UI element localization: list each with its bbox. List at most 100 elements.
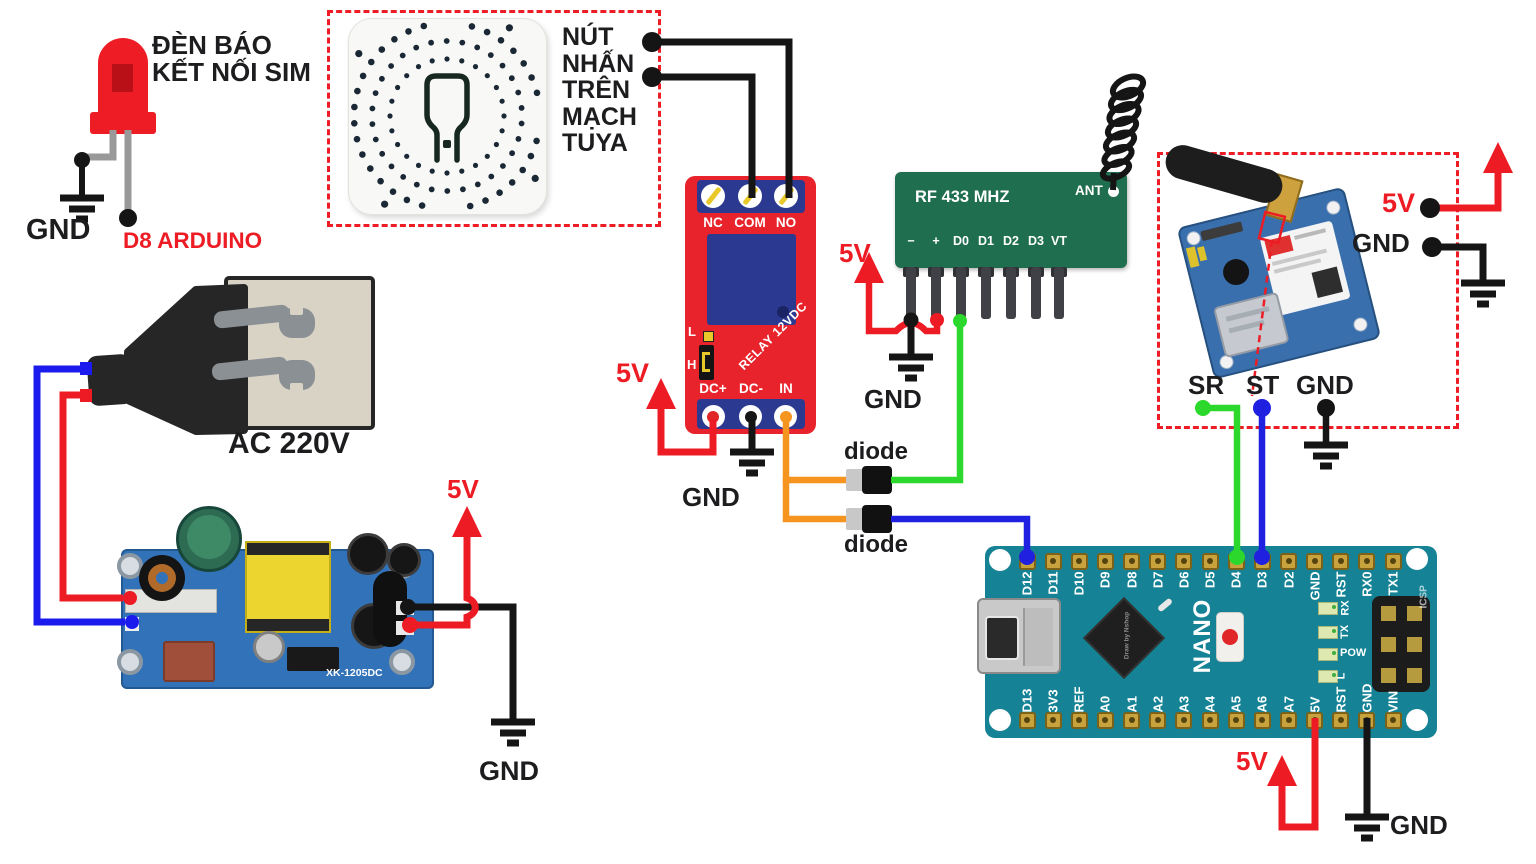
led-icon bbox=[98, 38, 148, 118]
icsp-pin bbox=[1407, 606, 1422, 621]
icsp-header bbox=[1372, 596, 1430, 692]
relay-terminal-in bbox=[774, 405, 797, 428]
nano-pin-label-D3: D3 bbox=[1254, 571, 1270, 589]
sim-inductor bbox=[1220, 256, 1252, 288]
rf433-pin-leg bbox=[1031, 267, 1041, 319]
rf433-pin-leg bbox=[981, 267, 991, 319]
ac-label: AC 220V bbox=[228, 427, 350, 460]
led-title: ĐÈN BÁO KẾT NỐI SIM bbox=[152, 32, 311, 86]
nano-pin-pad-D6 bbox=[1175, 552, 1193, 570]
nano-pin-label-RST: RST bbox=[1333, 571, 1349, 598]
nano-pin-label-D12: D12 bbox=[1019, 571, 1035, 596]
rf433-ant-label: ANT bbox=[1075, 183, 1103, 198]
rf433-pin-label-−: − bbox=[907, 234, 915, 248]
usb-port-opening bbox=[985, 616, 1019, 660]
nano-pin-label-RX0: RX0 bbox=[1359, 571, 1375, 597]
sim-pin-st-label: ST bbox=[1246, 370, 1280, 400]
psu-capacitor bbox=[347, 533, 389, 575]
icsp-pin bbox=[1407, 668, 1422, 683]
nano-pin-label-TX1: TX1 bbox=[1385, 571, 1401, 596]
rx-led bbox=[1318, 602, 1338, 615]
nano-pin-label-REF: REF bbox=[1071, 686, 1087, 712]
nano-pin-pad-RST bbox=[1332, 552, 1350, 570]
relay-jumper-l-pad bbox=[703, 331, 714, 342]
nano-pin-pad-D4 bbox=[1227, 552, 1245, 570]
sim-chip-logo bbox=[1264, 234, 1294, 257]
relay-gnd-label: GND bbox=[682, 482, 740, 512]
nano-pin-label-D4: D4 bbox=[1228, 571, 1244, 589]
rf433-pin-label-D1: D1 bbox=[978, 234, 994, 248]
sim-slot-line bbox=[1228, 319, 1265, 334]
psu-gnd-label: GND bbox=[479, 756, 539, 786]
rf433-pin-label-D2: D2 bbox=[1003, 234, 1019, 248]
psu-main-capacitor bbox=[176, 506, 242, 572]
nano-pin-pad-D10 bbox=[1070, 552, 1088, 570]
nano-pin-pad-A0 bbox=[1096, 711, 1114, 729]
nano-pin-label-3V3: 3V3 bbox=[1045, 688, 1061, 712]
nano-pin-label-VIN: VIN bbox=[1385, 690, 1401, 712]
tuya-note-line: TRÊN bbox=[562, 76, 631, 104]
nano-pin-label-A2: A2 bbox=[1150, 695, 1166, 712]
nano-pin-pad-D7 bbox=[1149, 552, 1167, 570]
tx-led-label: TX bbox=[1339, 624, 1352, 640]
sim-ic bbox=[1200, 221, 1244, 242]
sim-card-slot bbox=[1213, 291, 1290, 359]
rf433-pin-label-+: + bbox=[932, 234, 940, 248]
nano-pin-label-A5: A5 bbox=[1228, 695, 1244, 712]
relay-terminal-dcminus bbox=[739, 405, 762, 428]
tuya-note-line: NHẤN bbox=[562, 49, 635, 78]
rf433-pin-label-D0: D0 bbox=[953, 234, 969, 248]
sim-chip-qr bbox=[1311, 266, 1344, 299]
rf433-pin-leg bbox=[956, 267, 966, 319]
nano-gnd-label: GND bbox=[1390, 810, 1448, 840]
nano-pin-pad-GND bbox=[1358, 711, 1376, 729]
nano-pin-pad-A1 bbox=[1123, 711, 1141, 729]
psu-screw bbox=[389, 649, 415, 675]
diode-bottom-label: diode bbox=[844, 531, 908, 558]
icsp-pin bbox=[1381, 606, 1396, 621]
nano-pin-pad-REF bbox=[1070, 711, 1088, 729]
psu-output-pad bbox=[396, 601, 414, 615]
relay-terminal-dcplus bbox=[701, 405, 725, 428]
usb-body bbox=[1023, 608, 1053, 666]
rf433-pin-leg bbox=[1054, 267, 1064, 319]
nano-pin-pad-TX1 bbox=[1384, 552, 1402, 570]
nano-pin-label-A1: A1 bbox=[1124, 695, 1140, 712]
relay-body-dot bbox=[777, 306, 789, 318]
relay-pin-nc: NC bbox=[703, 215, 723, 230]
nano-pin-label-D7: D7 bbox=[1150, 571, 1166, 589]
relay-pin-com: COM bbox=[734, 215, 766, 230]
nano-pin-label-D9: D9 bbox=[1097, 571, 1113, 589]
relay-jumper-l-label: L bbox=[688, 324, 696, 339]
sim-component bbox=[1197, 246, 1208, 262]
nano-mounting-hole bbox=[1406, 709, 1428, 731]
nano-pin-label-D8: D8 bbox=[1124, 571, 1140, 589]
icsp-label: ICSP bbox=[1418, 585, 1430, 609]
rf433-pin-label-VT: VT bbox=[1051, 234, 1067, 248]
usb-connector bbox=[977, 598, 1061, 674]
psu-output-pad bbox=[396, 621, 414, 635]
psu-ic bbox=[287, 647, 339, 671]
relay-body: RELAY 12VDC bbox=[707, 234, 810, 373]
led-die bbox=[112, 64, 133, 92]
ground-symbol-sim-right bbox=[1461, 283, 1505, 304]
rf433-pin-leg bbox=[931, 267, 941, 319]
relay-screw-no bbox=[774, 184, 798, 208]
socket-hole bbox=[279, 360, 315, 392]
relay-jumper-h-label: H bbox=[687, 357, 697, 372]
nano-pin-label-A3: A3 bbox=[1176, 695, 1192, 712]
wire-ac-blue bbox=[33, 365, 125, 626]
relay-5v-label: 5V bbox=[616, 358, 650, 388]
nano-pin-pad-GND bbox=[1306, 552, 1324, 570]
sim-mounting-hole bbox=[1351, 316, 1369, 334]
icsp-pin bbox=[1381, 637, 1396, 652]
relay-body-text: RELAY 12VDC bbox=[736, 299, 810, 373]
nano-pin-pad-D12 bbox=[1018, 552, 1036, 570]
relay-pin-in: IN bbox=[779, 381, 793, 396]
wire-ac-red bbox=[59, 391, 123, 602]
ground-symbol-relay bbox=[730, 452, 774, 473]
rf433-5v-label: 5V bbox=[839, 238, 871, 268]
psu-capacitor-top bbox=[187, 515, 231, 559]
relay-module: NC COM NO RELAY 12VDC L H DC+ DC- IN bbox=[685, 176, 816, 434]
wire-in-diode2 bbox=[782, 478, 846, 523]
